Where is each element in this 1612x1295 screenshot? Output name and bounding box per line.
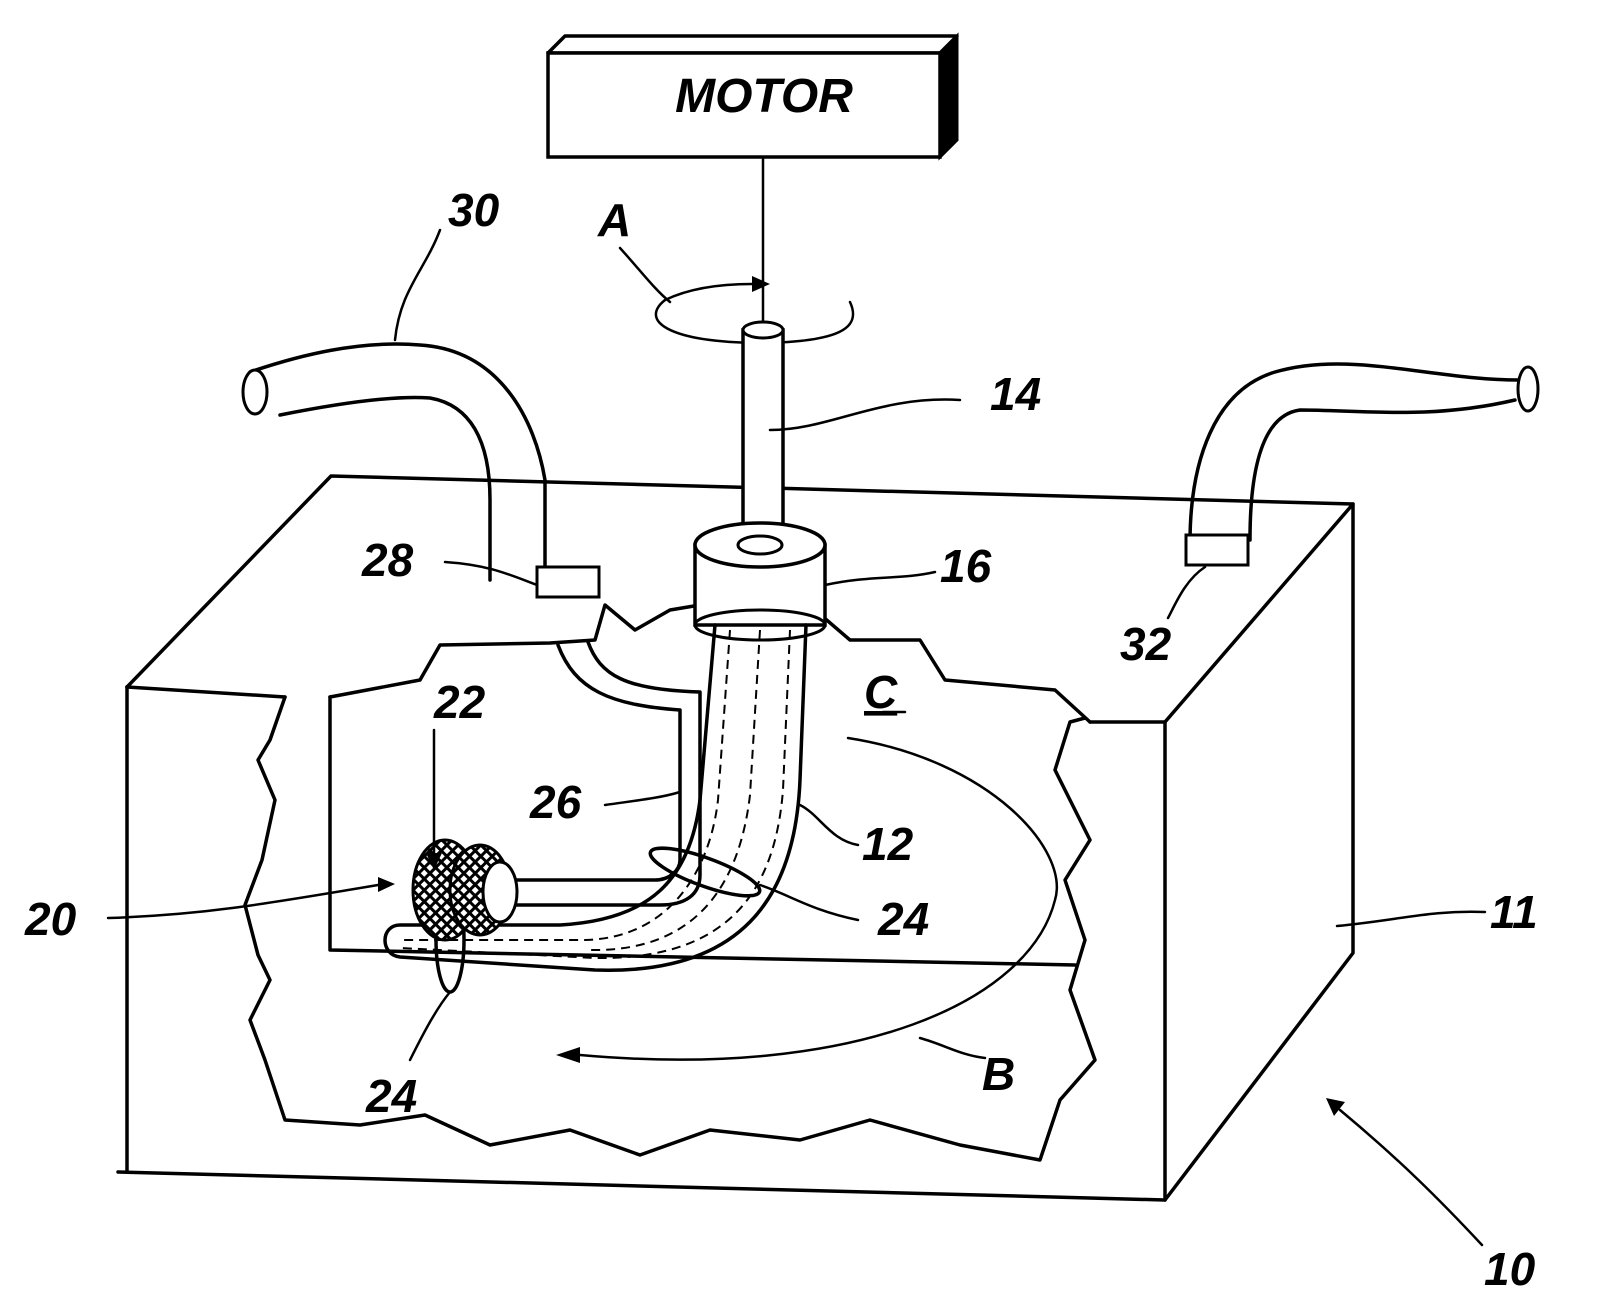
label-24-upper: 24 (877, 893, 929, 945)
motor-box: MOTOR (548, 36, 957, 157)
hose-right (1186, 364, 1538, 565)
shaft-14 (743, 322, 783, 535)
label-26: 26 (529, 776, 582, 828)
label-10: 10 (1484, 1243, 1536, 1295)
label-30: 30 (448, 184, 500, 236)
tube-26 (495, 642, 700, 905)
label-c: C (864, 666, 898, 718)
label-11: 11 (1490, 886, 1538, 938)
leader-lines (108, 230, 1485, 1245)
coupling-16 (695, 523, 825, 640)
clamp-upper (646, 839, 765, 905)
label-20: 20 (24, 893, 77, 945)
label-a: A (597, 194, 631, 246)
label-16: 16 (940, 540, 992, 592)
hose-30 (243, 344, 599, 597)
flow-arrow-b (556, 738, 1057, 1063)
motor-label: MOTOR (675, 70, 853, 123)
label-32: 32 (1120, 618, 1172, 670)
label-12: 12 (862, 818, 914, 870)
label-b: B (982, 1048, 1015, 1100)
label-22: 22 (433, 676, 486, 728)
label-24-lower: 24 (365, 1070, 417, 1122)
label-14: 14 (990, 368, 1041, 420)
label-28: 28 (361, 534, 414, 586)
